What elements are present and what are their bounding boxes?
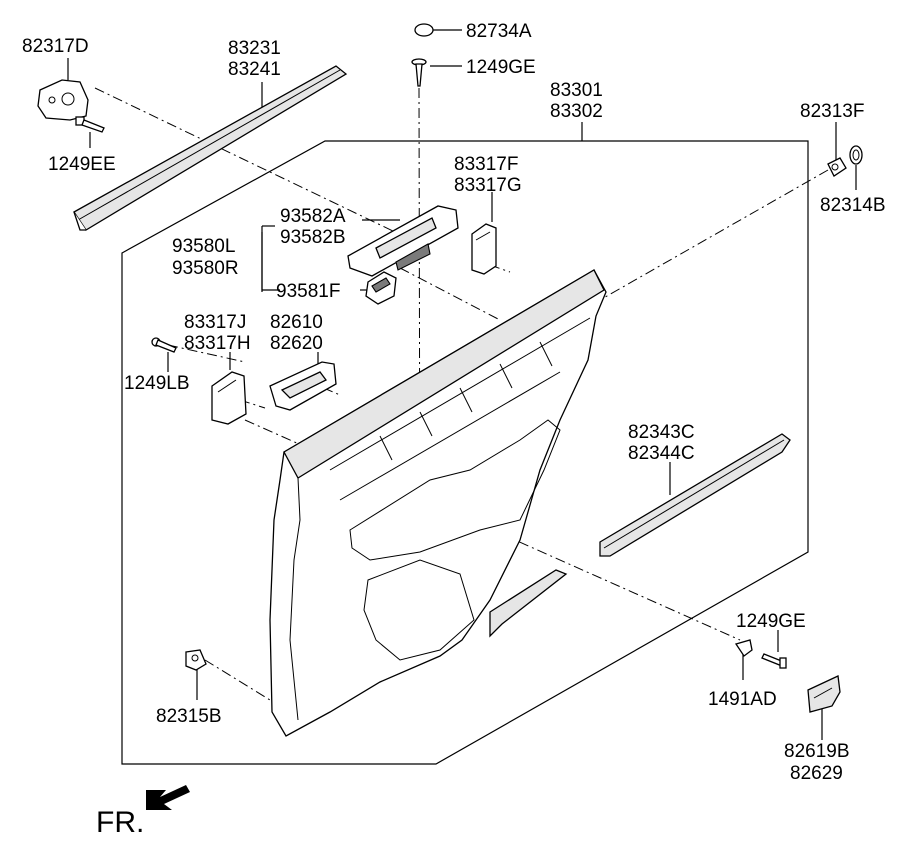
label-93580l: 93580L — [172, 236, 235, 257]
clip-82313f — [827, 157, 847, 177]
label-83301: 83301 — [550, 80, 603, 101]
garnish-82343c — [489, 433, 791, 638]
grommet-82314b — [849, 145, 863, 165]
door-trim-panel-83301 — [269, 269, 607, 737]
cover-83317j — [211, 371, 247, 425]
screw-1249ge-bottom — [761, 653, 787, 669]
label-82343c: 82343C — [628, 422, 695, 443]
assembly-boundary — [121, 140, 809, 765]
clip-82315b — [185, 649, 207, 671]
screw-1249ge-top — [411, 58, 427, 87]
label-1249ee: 1249EE — [48, 154, 116, 175]
label-82734a: 82734A — [466, 21, 532, 42]
front-arrow-icon — [146, 785, 190, 810]
label-82610: 82610 — [270, 312, 323, 333]
cover-82619b — [807, 675, 841, 713]
label-1249ge-bottom: 1249GE — [736, 611, 806, 632]
part-labels: 82317D 1249EE 83231 83241 82734A 1249GE … — [22, 21, 886, 784]
label-82629: 82629 — [790, 763, 843, 784]
clip-1491ad — [734, 639, 753, 657]
label-82344c: 82344C — [628, 443, 695, 464]
bracket-82317d — [37, 79, 89, 121]
label-82315b: 82315B — [156, 706, 222, 727]
label-1491ad: 1491AD — [708, 689, 777, 710]
label-82620: 82620 — [270, 333, 323, 354]
label-82314b: 82314B — [820, 195, 886, 216]
trim-panel-ribs — [379, 341, 553, 461]
label-82313f: 82313F — [800, 101, 864, 122]
handle-82610 — [269, 361, 337, 411]
cover-83317f — [471, 223, 497, 275]
label-93582a: 93582A — [280, 206, 346, 227]
label-93580r: 93580R — [172, 258, 239, 279]
fr-label: FR. — [96, 806, 144, 839]
label-82317d: 82317D — [22, 36, 89, 57]
label-83302: 83302 — [550, 101, 603, 122]
screw-1249ee — [75, 116, 105, 133]
label-83317g: 83317G — [454, 175, 522, 196]
front-direction-indicator: FR. — [96, 785, 190, 839]
label-83317j: 83317J — [184, 312, 246, 333]
cap-82734a — [414, 23, 434, 37]
switch-bezel-93582a — [347, 205, 459, 277]
label-93581f: 93581F — [276, 281, 340, 302]
label-83231: 83231 — [228, 38, 281, 59]
label-83317f: 83317F — [454, 154, 518, 175]
label-93582b: 93582B — [280, 227, 346, 248]
label-1249lb: 1249LB — [124, 373, 190, 394]
label-83241: 83241 — [228, 59, 281, 80]
label-1249ge-top: 1249GE — [466, 57, 536, 78]
label-82619b: 82619B — [784, 741, 850, 762]
switch-93581f — [365, 271, 397, 305]
label-83317h: 83317H — [184, 333, 251, 354]
weatherstrip-83231 — [73, 65, 348, 231]
screw-1249lb — [151, 337, 177, 353]
